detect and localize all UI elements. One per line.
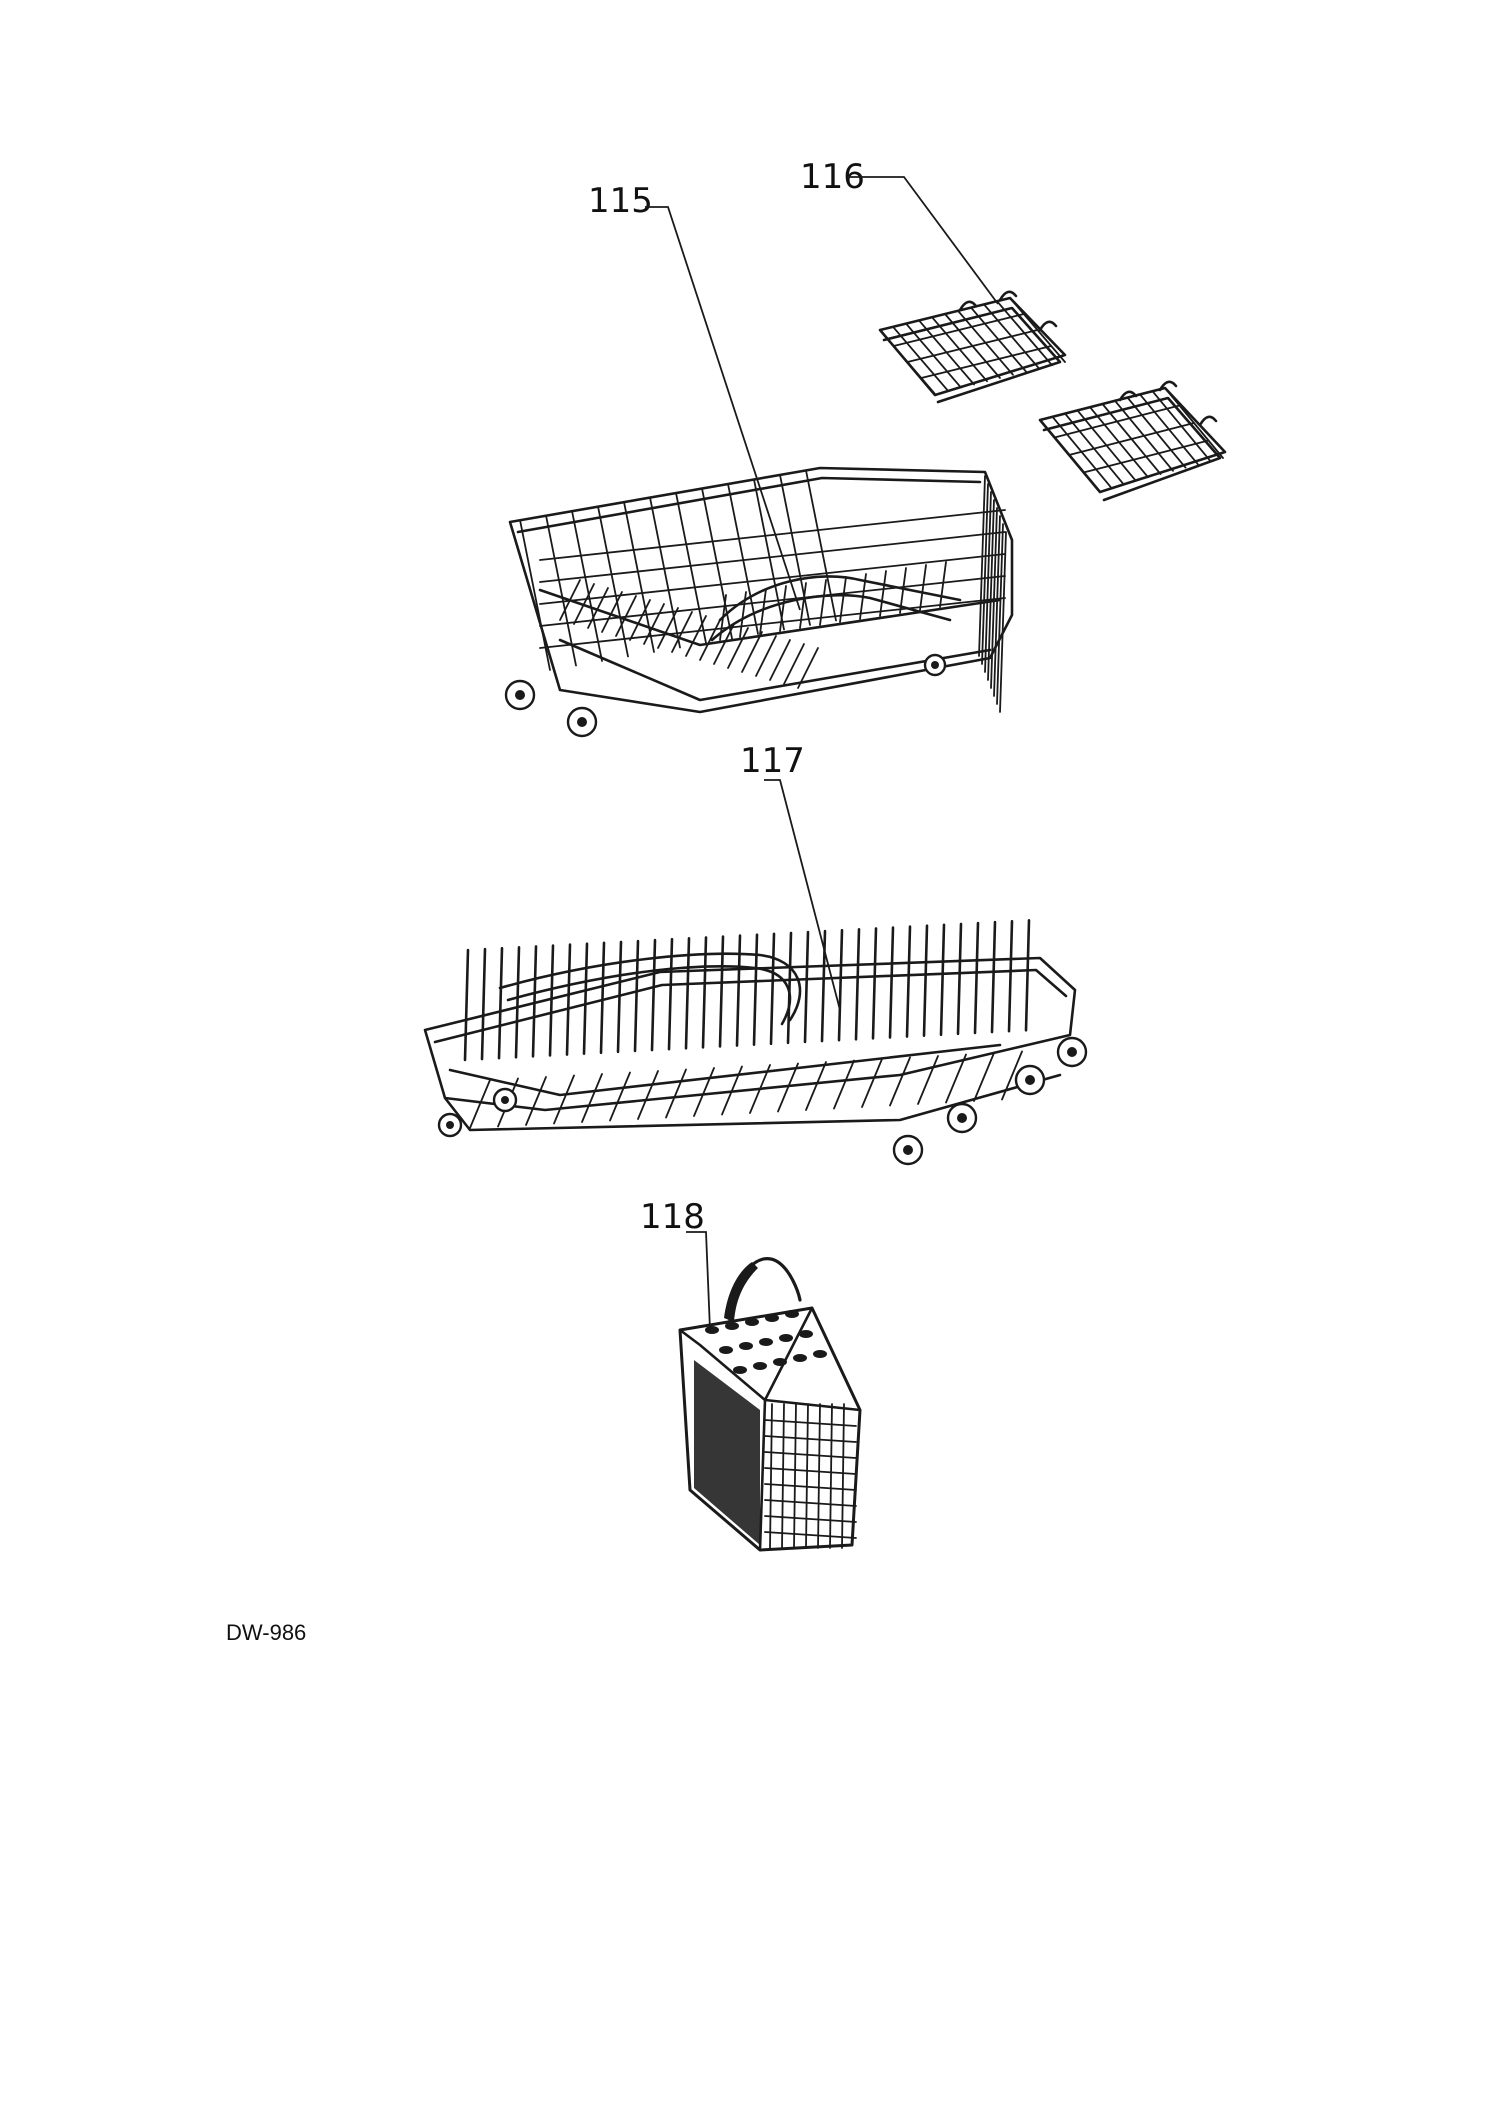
cutlery-basket xyxy=(678,1257,862,1552)
upper-rack xyxy=(504,466,1014,738)
callout-117: 117 xyxy=(740,741,805,781)
model-code: DW-986 xyxy=(226,1620,307,1645)
leader-116 xyxy=(848,176,999,305)
leader-118 xyxy=(686,1231,711,1331)
cup-shelf-assembly xyxy=(878,290,1227,502)
leader-117 xyxy=(764,779,841,1011)
cup-shelf-left xyxy=(878,290,1067,404)
lower-rack xyxy=(423,918,1088,1166)
callout-118: 118 xyxy=(640,1197,705,1237)
upper-rack-wheels xyxy=(504,653,947,738)
leader-115 xyxy=(645,206,801,611)
callout-115: 115 xyxy=(588,181,653,221)
cup-shelf-right xyxy=(1038,380,1227,502)
lower-rack-wheels xyxy=(437,1036,1088,1166)
